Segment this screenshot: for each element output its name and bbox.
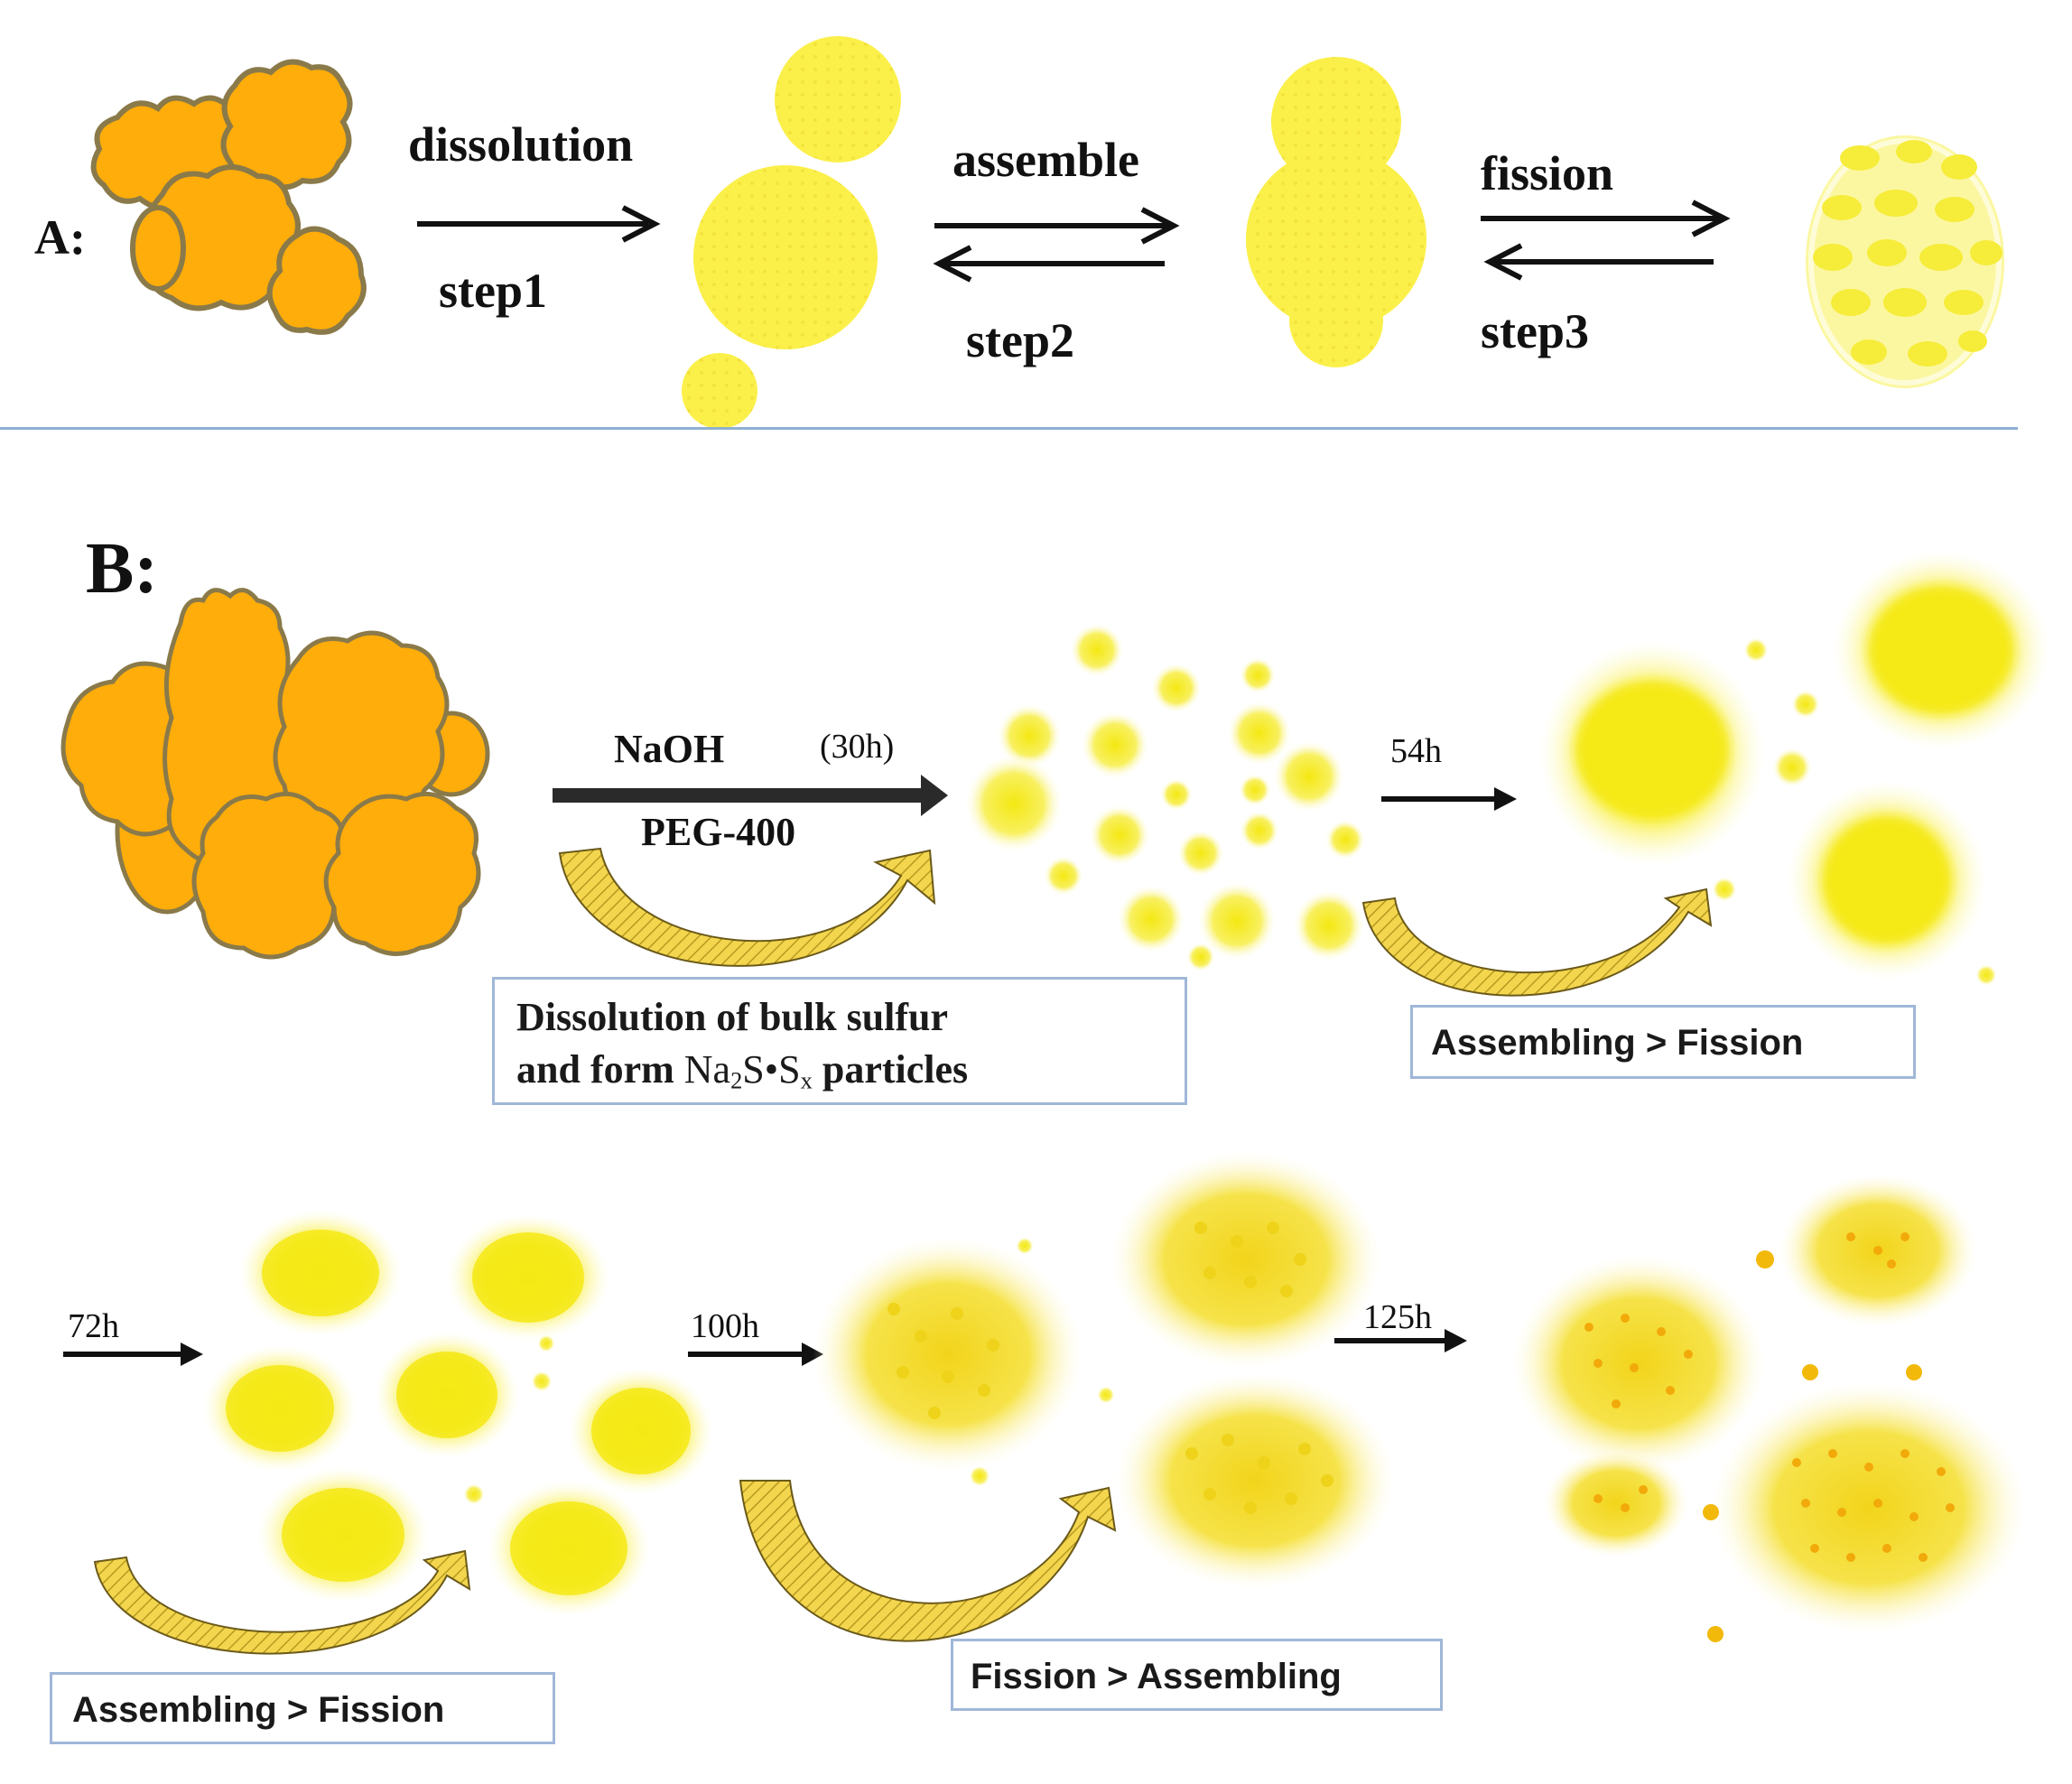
box-72h bbox=[50, 1672, 555, 1744]
bulk-sulfur-b bbox=[60, 588, 490, 960]
time-100h-label: 100h bbox=[691, 1307, 759, 1345]
fission-arrows bbox=[1481, 200, 1731, 281]
panel-b-label: B: bbox=[86, 529, 158, 609]
curved-arrow-2 bbox=[1361, 887, 1713, 997]
box-54h bbox=[1410, 1005, 1916, 1079]
dissolution-note-line2: and form Na2S•Sx particles bbox=[516, 1050, 968, 1092]
arrow-72h bbox=[63, 1343, 203, 1366]
assembled-particle-a bbox=[1246, 57, 1426, 367]
dissolution-note-line1: Dissolution of bulk sulfur bbox=[516, 995, 949, 1039]
arrow-125h bbox=[1334, 1329, 1467, 1352]
formula-sub-2: 2 bbox=[730, 1066, 743, 1094]
dissolved-particles-a bbox=[682, 36, 901, 429]
dissolution-note-box bbox=[492, 977, 1187, 1105]
note-line2-suffix: particles bbox=[812, 1047, 969, 1092]
panel-a-label: A: bbox=[34, 210, 86, 265]
time-125h-label: 125h bbox=[1363, 1298, 1432, 1336]
naoh-label: NaOH bbox=[614, 727, 725, 771]
aggregates-54h bbox=[1539, 551, 2049, 986]
curved-arrow-4 bbox=[739, 1480, 1117, 1642]
box-72h-text: Assembling > Fission bbox=[72, 1690, 445, 1730]
bulk-sulfur-a bbox=[90, 59, 367, 335]
step1-label: step1 bbox=[439, 264, 547, 318]
assemble-arrows bbox=[933, 207, 1180, 283]
aggregates-72h bbox=[203, 1210, 713, 1616]
time-54h-label: 54h bbox=[1390, 732, 1442, 770]
dissolved-particles-b bbox=[964, 623, 1365, 971]
curved-arrow-3 bbox=[93, 1549, 471, 1655]
panel-divider bbox=[0, 427, 2018, 430]
box-fission-text: Fission > Assembling bbox=[971, 1657, 1342, 1696]
fission-label: fission bbox=[1481, 146, 1614, 200]
formula-na: Na bbox=[683, 1047, 731, 1092]
curved-arrow-1 bbox=[558, 847, 936, 967]
step3-label: step3 bbox=[1481, 304, 1589, 358]
step2-label: step2 bbox=[966, 313, 1074, 367]
box-54h-text: Assembling > Fission bbox=[1431, 1023, 1804, 1063]
box-fission bbox=[951, 1639, 1443, 1711]
naoh-arrow bbox=[553, 775, 948, 816]
note-line2-prefix: and form bbox=[516, 1047, 684, 1092]
dissolution-label: dissolution bbox=[408, 117, 634, 172]
aggregates-125h bbox=[1512, 1174, 2027, 1642]
time-72h-label: 72h bbox=[68, 1307, 119, 1345]
formula-sub-x: x bbox=[800, 1066, 813, 1094]
formula-s: S•S bbox=[742, 1047, 801, 1092]
assemble-label: assemble bbox=[952, 133, 1139, 187]
arrow-100h bbox=[688, 1343, 823, 1366]
peg-label: PEG-400 bbox=[641, 810, 796, 854]
fissioned-particle-a bbox=[1806, 135, 2004, 388]
arrow-54h bbox=[1381, 787, 1517, 811]
aggregates-100h bbox=[813, 1151, 1395, 1589]
time-30h-label: (30h) bbox=[820, 728, 895, 766]
